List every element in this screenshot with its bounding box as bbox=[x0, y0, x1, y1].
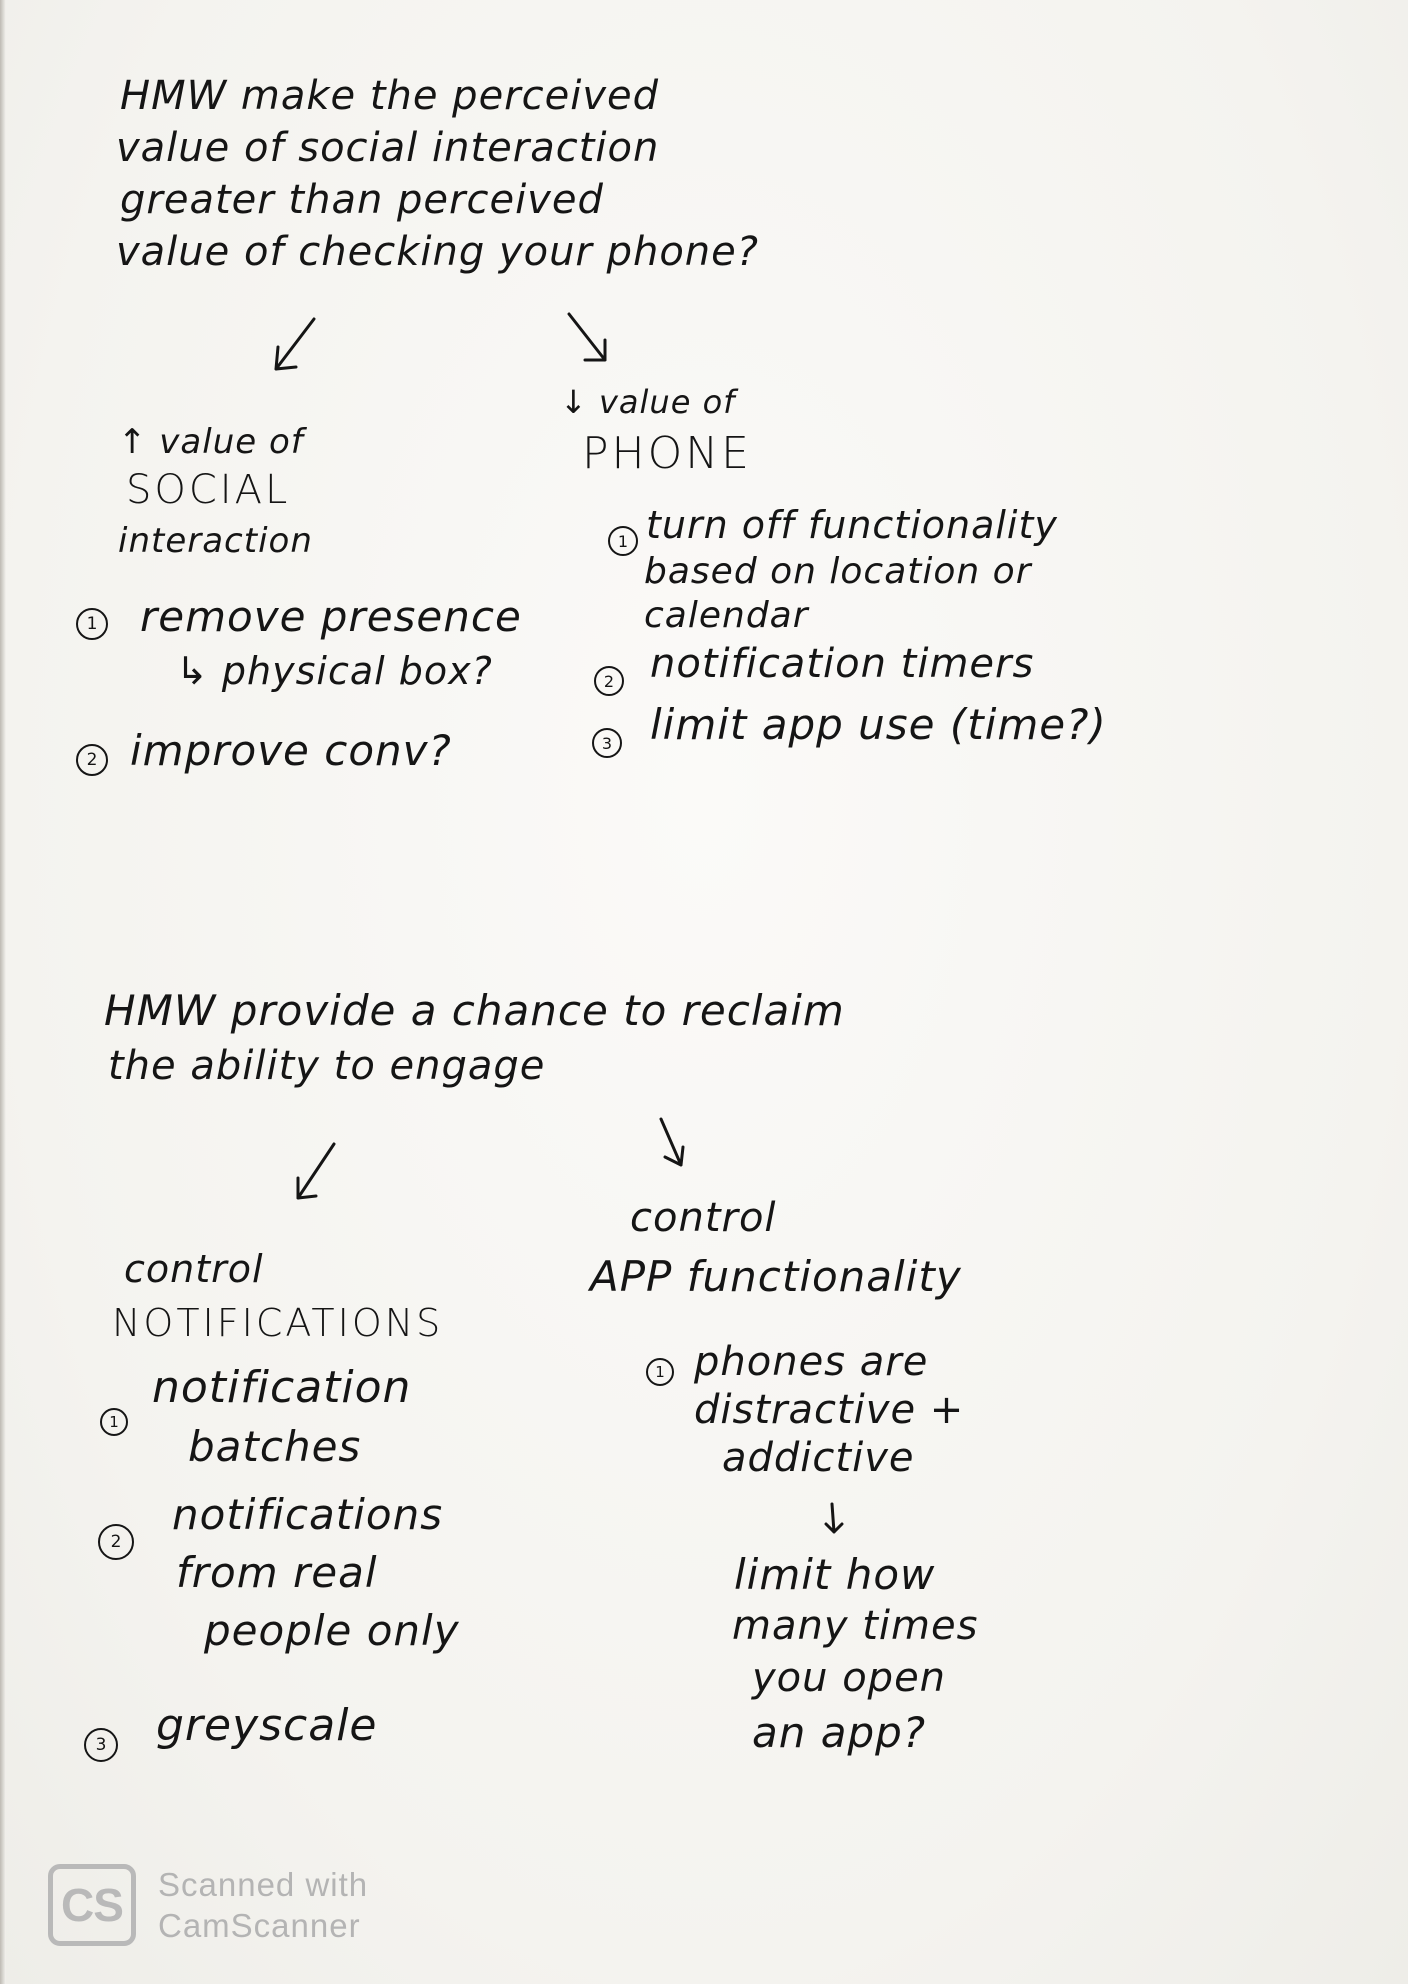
branch-heading-line-3: interaction bbox=[118, 521, 313, 561]
hmw-question-1-line-1: HMW make the perceived bbox=[120, 73, 660, 119]
followup-text: limit how bbox=[734, 1550, 936, 1599]
arrow-down-icon bbox=[655, 1115, 695, 1179]
hmw-question-2-line-1: HMW provide a chance to reclaim bbox=[104, 986, 845, 1035]
branch-heading-line-2: APP functionality bbox=[590, 1252, 962, 1301]
number-circle-1: 1 bbox=[100, 1408, 128, 1436]
idea-text: distractive + bbox=[694, 1387, 965, 1433]
followup-text: many times bbox=[732, 1603, 979, 1649]
idea-text: limit app use (time?) bbox=[650, 700, 1107, 749]
idea-text: notification timers bbox=[650, 641, 1035, 687]
branch-heading-line-1: ↑ value of bbox=[118, 422, 304, 462]
hmw-question-1-line-2: value of social interaction bbox=[116, 125, 660, 171]
followup-text: you open bbox=[752, 1655, 947, 1701]
branch-heading-line-1: ↓ value of bbox=[560, 383, 736, 421]
idea-text: from real bbox=[176, 1548, 378, 1597]
watermark-line-1: Scanned with bbox=[158, 1866, 369, 1903]
arrow-down-small-icon bbox=[822, 1500, 846, 1544]
idea-text-sub: ↳ physical box? bbox=[176, 649, 493, 693]
hmw-question-1-line-3: greater than perceived bbox=[120, 177, 604, 223]
idea-text: greyscale bbox=[156, 1700, 378, 1751]
arrow-down-left-icon bbox=[270, 315, 320, 379]
idea-text: notifications bbox=[172, 1490, 444, 1539]
idea-text: batches bbox=[188, 1422, 362, 1471]
hmw-question-1-line-4: value of checking your phone? bbox=[116, 229, 759, 275]
watermark-text: Scanned with CamScanner bbox=[158, 1864, 368, 1947]
branch-heading-line-2: SOCIAL bbox=[126, 467, 291, 513]
idea-text: people only bbox=[204, 1606, 460, 1655]
number-circle-3: 3 bbox=[592, 728, 622, 758]
branch-heading-line-1: control bbox=[124, 1247, 264, 1291]
idea-text: based on location or bbox=[644, 551, 1032, 592]
branch-heading-line-2: NOTIFICATIONS bbox=[112, 1301, 444, 1345]
arrow-down-right-icon bbox=[565, 310, 615, 374]
idea-text: phones are bbox=[694, 1339, 929, 1385]
idea-text: turn off functionality bbox=[646, 503, 1058, 547]
camscanner-watermark: CS Scanned with CamScanner bbox=[48, 1864, 368, 1947]
camscanner-logo: CS bbox=[48, 1864, 136, 1947]
arrow-down-left-icon bbox=[290, 1140, 340, 1209]
idea-text: calendar bbox=[644, 595, 809, 636]
branch-heading-line-2: PHONE bbox=[582, 428, 752, 479]
number-circle-2: 2 bbox=[98, 1524, 134, 1560]
number-circle-2: 2 bbox=[76, 744, 108, 776]
number-circle-1: 1 bbox=[646, 1358, 674, 1386]
followup-text: an app? bbox=[752, 1708, 927, 1757]
idea-text: remove presence bbox=[140, 592, 522, 641]
watermark-line-2: CamScanner bbox=[158, 1907, 361, 1945]
number-circle-1: 1 bbox=[608, 526, 638, 556]
idea-text: improve conv? bbox=[130, 726, 452, 775]
scan-edge-shadow bbox=[0, 0, 6, 1984]
number-circle-1: 1 bbox=[76, 608, 108, 640]
number-circle-2: 2 bbox=[594, 666, 624, 696]
branch-heading-line-1: control bbox=[630, 1195, 777, 1241]
number-circle-3: 3 bbox=[84, 1728, 118, 1762]
idea-text: notification bbox=[152, 1362, 412, 1413]
hmw-question-2-line-2: the ability to engage bbox=[108, 1043, 546, 1089]
idea-text: addictive bbox=[722, 1435, 915, 1481]
